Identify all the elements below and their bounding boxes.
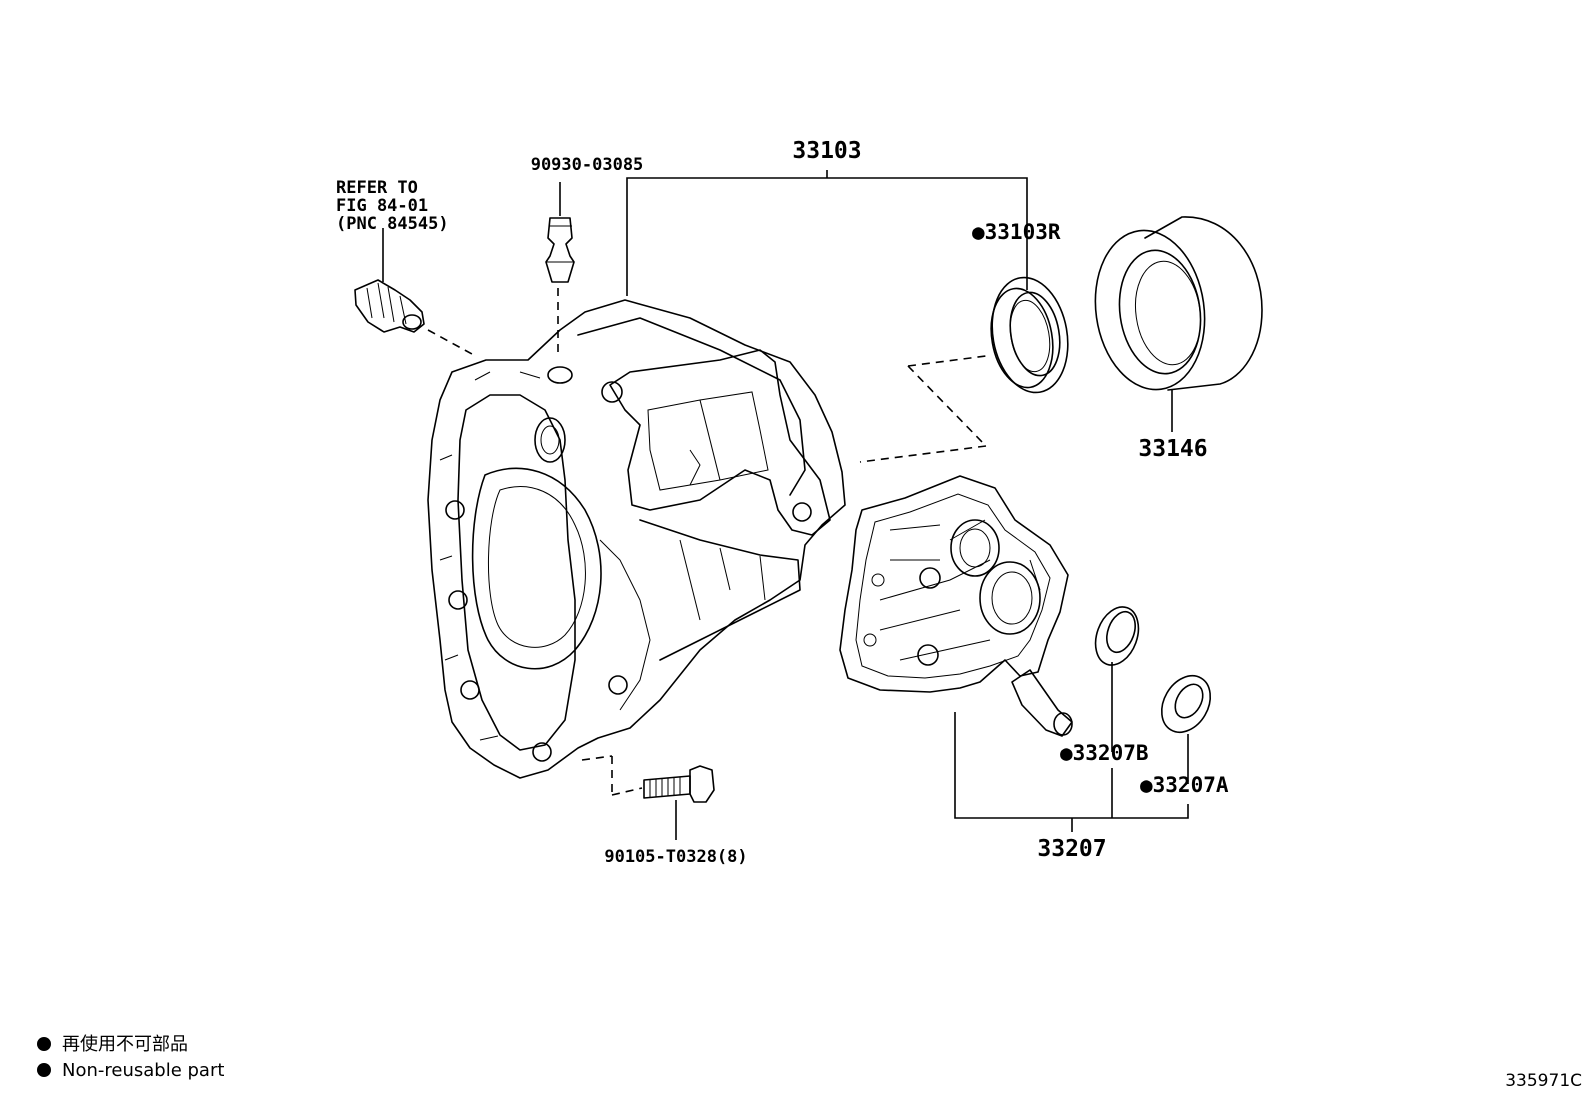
legend-dot-icon (37, 1063, 51, 1077)
breather-plug-part (545, 182, 575, 356)
seal-guide-line-mid (907, 365, 987, 447)
label-33103r: ●33103R (972, 220, 1061, 244)
extension-cover-33207-part (839, 475, 1073, 737)
leader-33207 (954, 712, 1189, 832)
seal-33207b-part (1094, 606, 1140, 752)
legend-dot-icon (37, 1037, 51, 1051)
label-33207: 33207 (1037, 836, 1106, 862)
transmission-case-part (427, 299, 846, 796)
figure-id: 335971C (1505, 1071, 1582, 1091)
seal-guide-line-top (907, 355, 987, 367)
seal-33207a-part (1160, 674, 1212, 784)
label-33207b: ●33207B (1060, 741, 1149, 765)
label-33207a: ●33207A (1140, 773, 1229, 797)
label-33103: 33103 (792, 138, 861, 164)
cover-ring-33146-part (1094, 216, 1263, 432)
oil-seal-33103r-part (990, 276, 1069, 394)
label-refer-line2: FIG 84-01 (336, 196, 428, 216)
label-bolt: 90105-T0328(8) (604, 847, 747, 867)
legend-japanese: 再使用不可部品 (62, 1034, 188, 1055)
label-33146: 33146 (1138, 436, 1207, 462)
seal-guide-line-bottom (859, 445, 987, 463)
bolt-part (643, 765, 715, 840)
speed-sensor-part (354, 228, 473, 355)
legend: 再使用不可部品 Non-reusable part (37, 1034, 224, 1081)
leader-33103 (626, 170, 1028, 296)
label-breather-plug: 90930-03085 (531, 155, 644, 175)
label-refer-line3: (PNC 84545) (336, 214, 449, 234)
label-refer-line1: REFER TO (336, 178, 418, 198)
legend-english: Non-reusable part (62, 1060, 224, 1081)
